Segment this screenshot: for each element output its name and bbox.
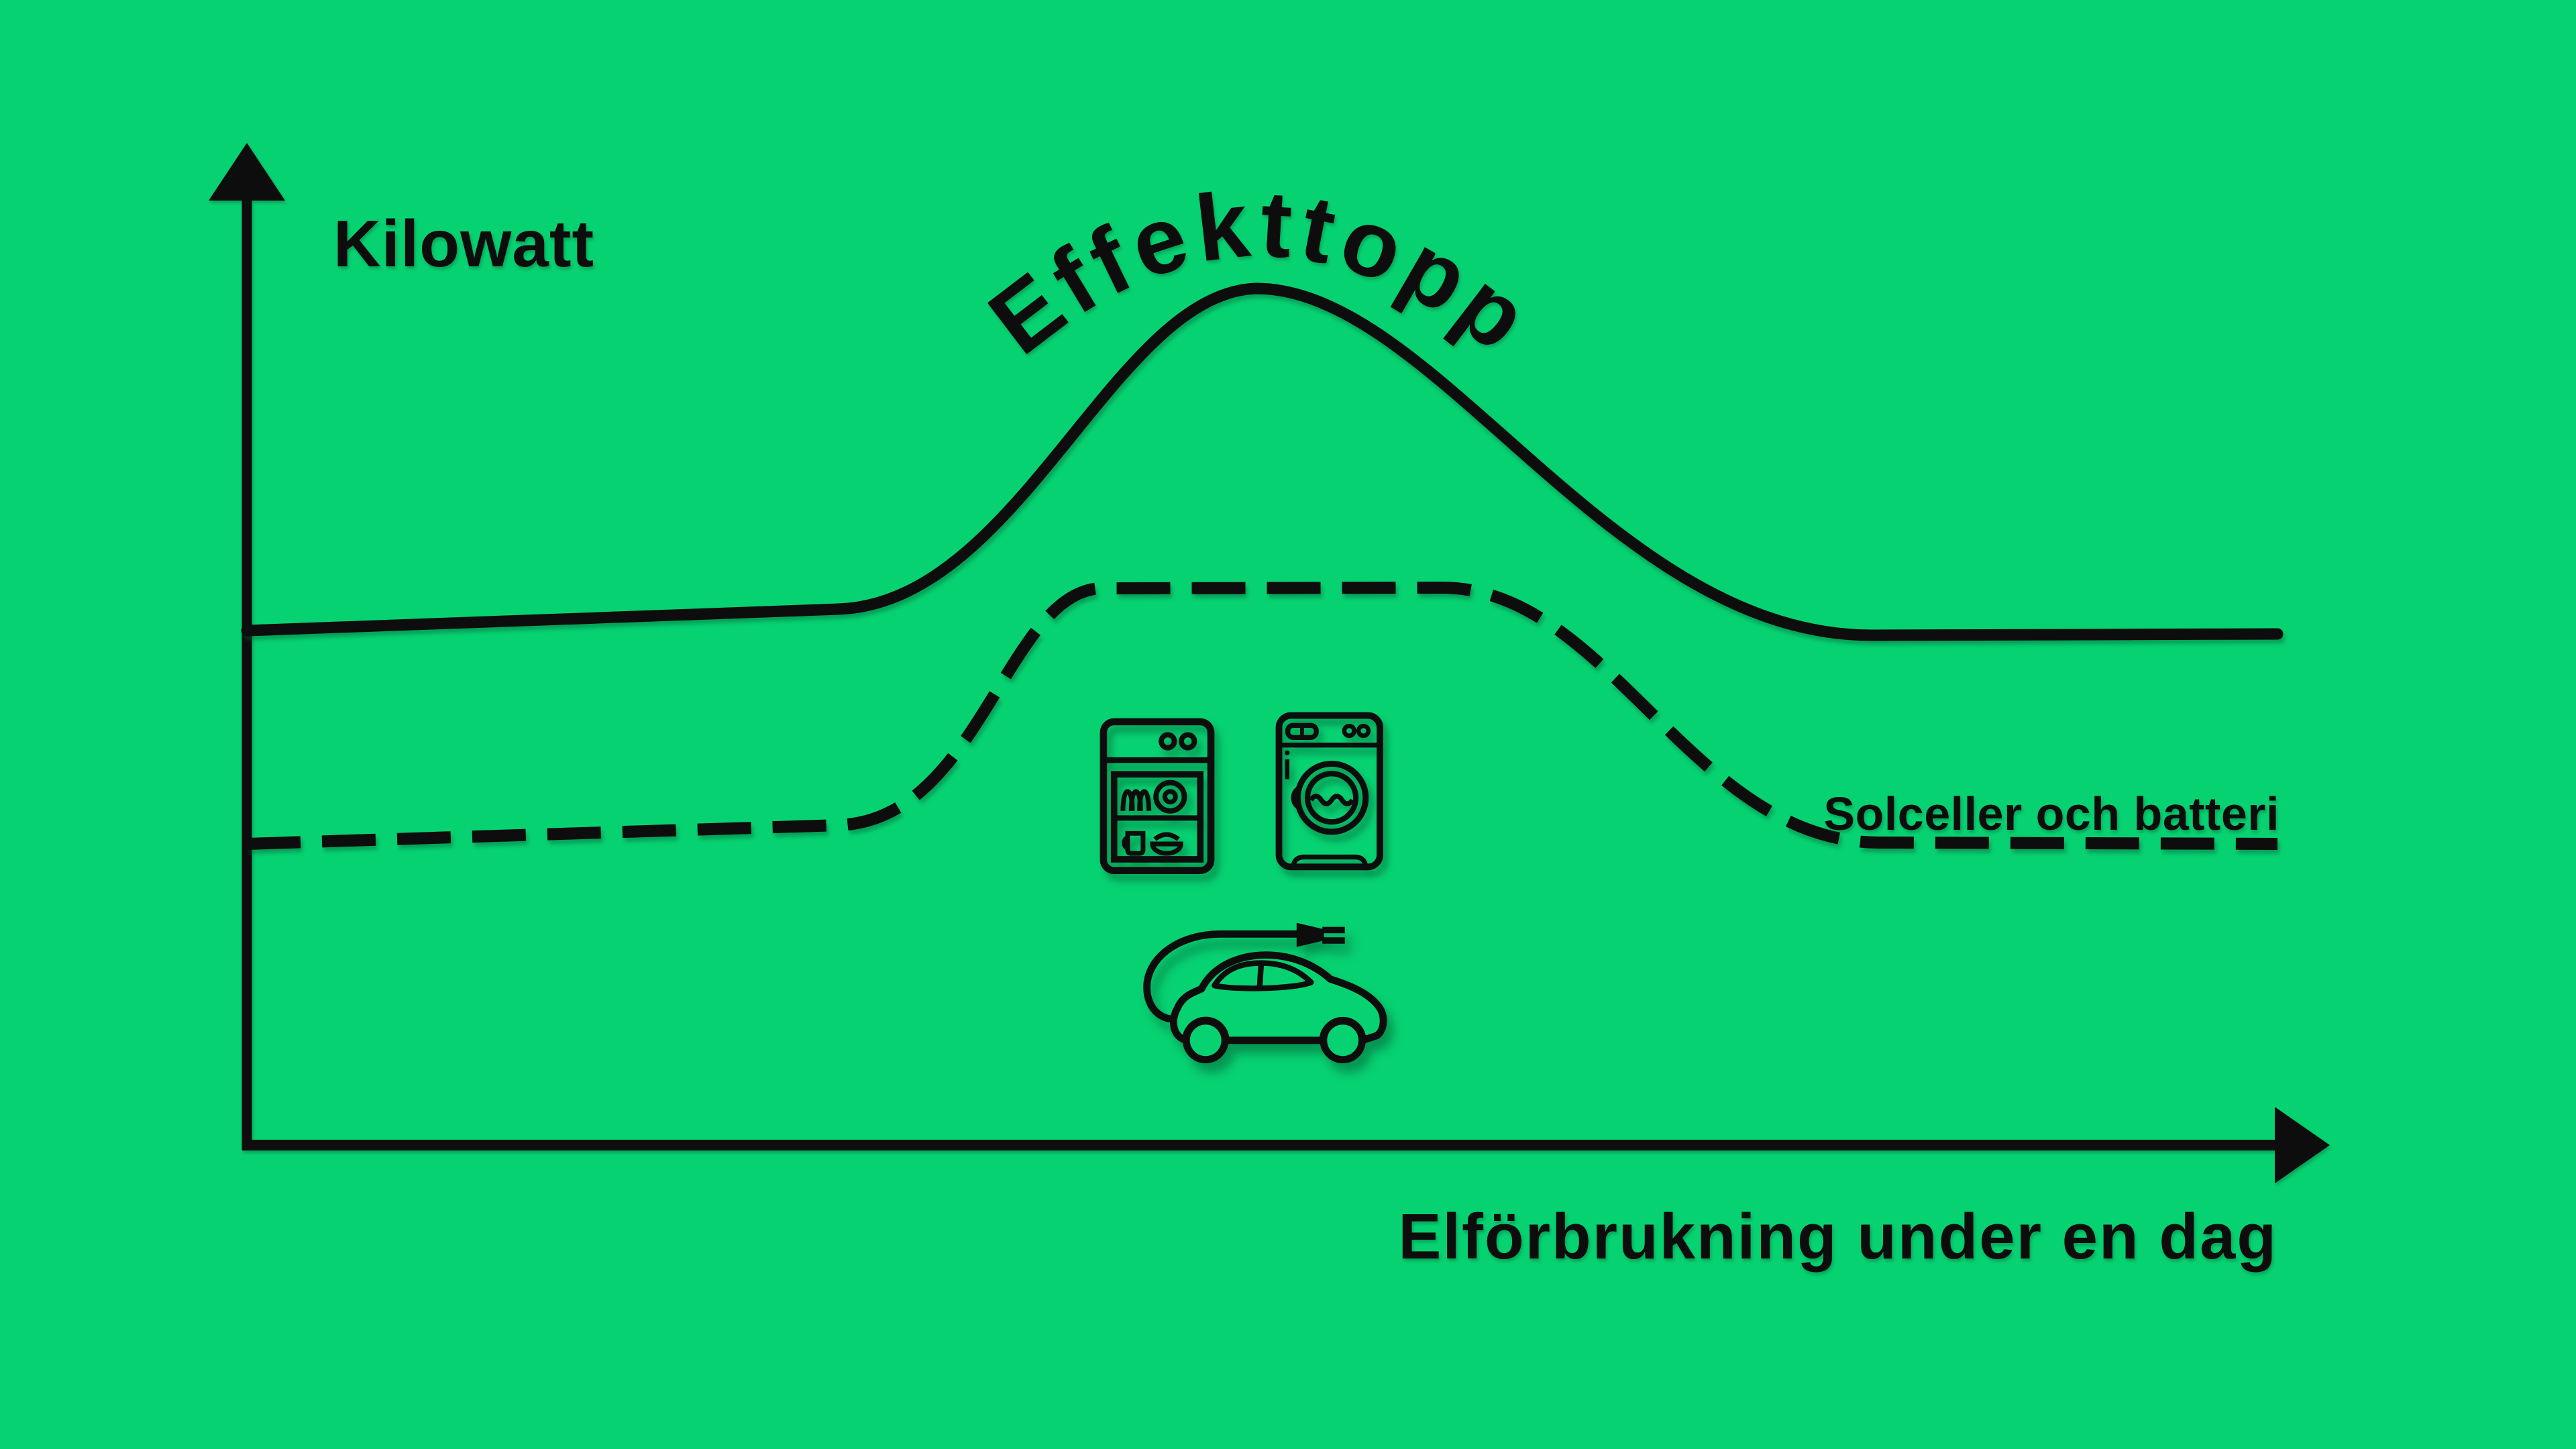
dishwasher-bowl: [1150, 841, 1183, 856]
dishwasher-icon: [1099, 718, 1215, 874]
car-charging-plug: [1296, 922, 1324, 947]
washer-knob: [1342, 723, 1356, 739]
washer-kick-plate: [1291, 854, 1368, 867]
x-axis-label: Elförbrukning under en dag: [1398, 1201, 2277, 1273]
dishwasher-plate: [1137, 789, 1152, 811]
dishwasher-round-plate-center: [1162, 789, 1178, 805]
dashed-solar-battery-curve: [246, 581, 2278, 850]
washer-detergent-drawer: [1285, 722, 1319, 740]
axes: [209, 143, 2330, 1183]
washer-knob: [1356, 723, 1371, 739]
dishwasher-cup-handle: [1122, 835, 1129, 851]
x-axis-arrowhead: [2275, 1107, 2330, 1183]
car-rear-wheel: [1183, 1017, 1229, 1064]
washer-water-wave: [1308, 794, 1355, 806]
dishwasher-round-plate: [1153, 780, 1187, 814]
y-axis-arrowhead: [209, 143, 285, 201]
car-front-wheel: [1320, 1017, 1366, 1064]
dishwasher-body: [1099, 718, 1215, 874]
washer-body: [1275, 712, 1383, 871]
car-charging-cable: [1143, 930, 1302, 1023]
dashed-line-label: Solceller och batteri: [1823, 788, 2279, 840]
y-axis-label: Kilowatt: [333, 207, 594, 280]
dishwasher-cup: [1125, 830, 1146, 856]
solid-load-curve: [241, 282, 2284, 641]
washer-drum-outer: [1294, 761, 1369, 835]
dishwasher-knob: [1159, 732, 1177, 751]
electric-car-plug-icon: [1143, 922, 1387, 1064]
washing-machine-icon: [1275, 712, 1383, 871]
car-window: [1212, 960, 1314, 991]
washer-drum-inner: [1304, 771, 1359, 825]
car-window-divider: [1256, 963, 1265, 989]
dishwasher-knob: [1179, 732, 1197, 751]
dishwasher-bowl-top: [1153, 832, 1180, 841]
washer-indicator-dot: [1285, 750, 1290, 755]
